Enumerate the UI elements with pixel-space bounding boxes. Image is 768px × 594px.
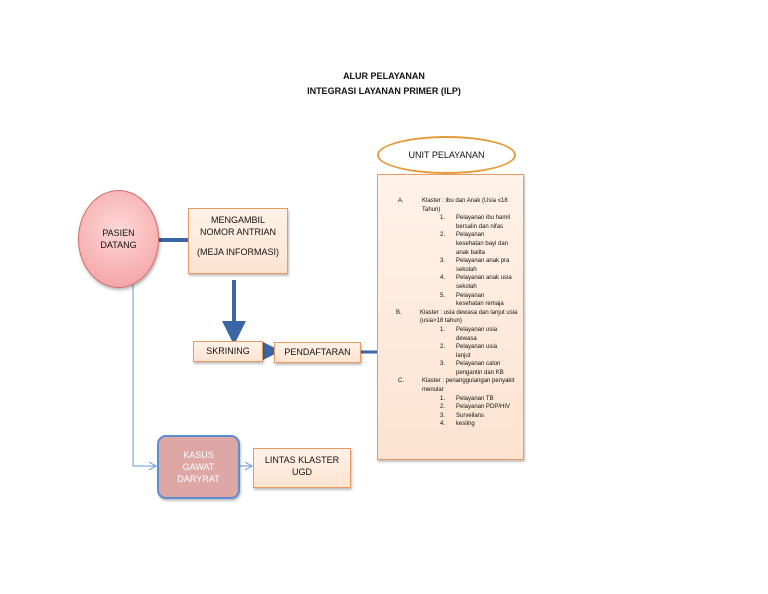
list-item: 1.Pelayanan ibu hamil bersalin dan nifas	[440, 215, 511, 230]
list-item: 5.Pelayanan kesehatan remaja	[440, 292, 504, 308]
kasus-gawat-darurat-box: KASUS GAWAT DARYRAT	[157, 435, 240, 499]
klaster-b: B. Klaster : usia dewasa dan lanjut usia…	[378, 309, 523, 326]
klaster-c: C. Klaster : penanggulangan penyakit men…	[378, 377, 523, 394]
klaster-b-label: Klaster : usia dewasa dan lanjut usia (u…	[420, 309, 518, 325]
list-item: 3.Pelayanan anak pra sekolah	[440, 258, 510, 273]
ambil-line3: (MEJA INFORMASI)	[196, 247, 279, 257]
list-item: 2.Pelayanan PDP/HIV	[440, 404, 511, 411]
arrow-pasien-kasus	[132, 284, 156, 466]
list-item: 3.Surveilans	[440, 412, 485, 419]
klaster-c-marker: C.	[398, 378, 404, 385]
list-item: 2.Pelayanan kesehatan bayi dan anak bali…	[440, 232, 509, 256]
lintas-klaster-ugd-box: LINTAS KLASTER UGD	[253, 448, 351, 488]
klaster-a: A. Klaster : ibu dan Anak (Usia ≤18 Tahu…	[378, 197, 523, 214]
page-title: ALUR PELAYANAN	[343, 71, 425, 81]
lintas-line1: LINTAS KLASTER	[264, 455, 340, 465]
list-item: 4.Pelayanan anak usia sekolah	[440, 275, 512, 290]
list-item: 1.Pelayanan usia dewasa	[440, 326, 498, 342]
ambil-nomor-antrian-box: MENGAMBIL NOMOR ANTRIAN (MEJA INFORMASI)	[188, 208, 288, 274]
pasien-datang-node: PASIEN DATANG	[78, 190, 159, 288]
kasus-line3: DARYRAT	[177, 474, 220, 484]
kasus-line1: KASUS	[183, 450, 214, 460]
pendaftaran-box: PENDAFTARAN	[274, 342, 361, 363]
ambil-line1: MENGAMBIL	[210, 215, 265, 225]
list-item: 3.Pelayanan calon pengantin dan KB	[440, 361, 504, 376]
list-item: 2.Pelayanan usia lanjut	[440, 344, 498, 359]
unit-pelayanan-node: UNIT PELAYANAN	[377, 136, 516, 174]
klaster-a-label: Klaster : ibu dan Anak (Usia ≤18 Tahun)	[422, 198, 508, 213]
skrining-box: SKRINING	[193, 341, 263, 362]
kasus-line2: GAWAT	[182, 462, 215, 472]
list-item: 4.kesling	[440, 421, 475, 428]
lintas-line2: UGD	[292, 467, 312, 477]
pasien-line2: DATANG	[100, 240, 137, 250]
ambil-line2: NOMOR ANTRIAN	[199, 227, 276, 237]
unit-pelayanan-panel: A. Klaster : ibu dan Anak (Usia ≤18 Tahu…	[377, 174, 524, 460]
klaster-a-marker: A.	[398, 198, 404, 204]
page-subtitle: INTEGRASI LAYANAN PRIMER (ILP)	[307, 86, 461, 96]
klaster-c-label: Klaster : penanggulangan penyakit menula…	[422, 378, 515, 394]
list-item: 1.Pelayanan TB	[440, 395, 494, 402]
klaster-b-marker: B.	[396, 309, 402, 316]
pasien-line1: PASIEN	[102, 228, 135, 238]
